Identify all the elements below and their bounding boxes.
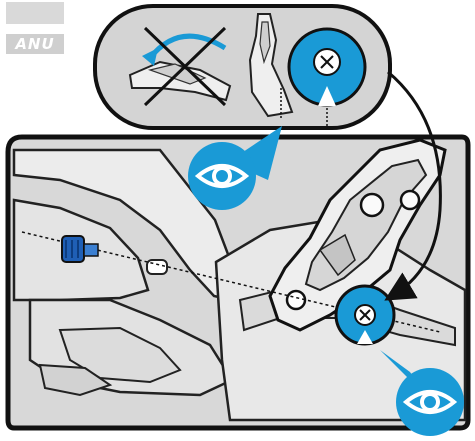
screw-icon — [336, 286, 394, 344]
eye-icon — [396, 368, 464, 436]
correct-orientation-illustration — [248, 13, 294, 120]
screw-disc-top — [287, 27, 367, 128]
rotate-arrow-icon — [142, 20, 228, 60]
screw-icon — [289, 29, 365, 105]
eye-icon — [188, 142, 256, 210]
main-view-panel — [5, 134, 471, 431]
detail-panel-top — [93, 4, 392, 130]
wrong-orientation-illustration — [128, 26, 232, 107]
pointer-arrow — [384, 70, 442, 301]
eye-callout-top — [188, 126, 282, 210]
screw-disc-bottom — [334, 284, 396, 346]
eye-callout-bottom — [380, 350, 464, 436]
brand-logo: ANU — [6, 34, 64, 54]
corner-marker — [6, 2, 64, 24]
bolt-part — [61, 235, 99, 263]
